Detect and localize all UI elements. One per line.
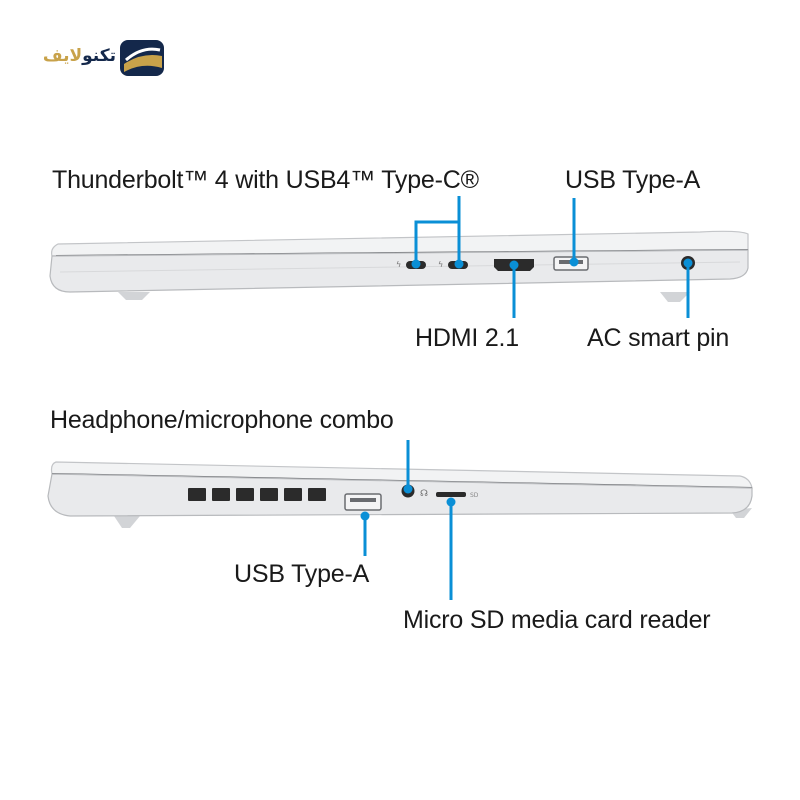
sd-mark: SD [470, 492, 479, 499]
brand-logo: تکنولایف [36, 38, 166, 82]
label-headphone-combo: Headphone/microphone combo [50, 406, 394, 434]
callout-dot [446, 497, 456, 507]
usb-a-port-tongue [350, 498, 376, 502]
thunderbolt-icon: ϟ [438, 260, 443, 269]
micro-sd-slot [436, 492, 466, 497]
label-usb-a-right: USB Type-A [565, 166, 701, 194]
label-micro-sd: Micro SD media card reader [403, 606, 711, 634]
callout-dot [683, 258, 693, 268]
laptop-right-side-view: ϟ ϟ [49, 196, 749, 318]
laptop-foot [114, 516, 140, 528]
callout-dot [360, 511, 370, 521]
callout-dot [403, 484, 413, 494]
callout-dot [569, 257, 579, 267]
cooling-vents [188, 488, 326, 501]
label-ac-smart-pin: AC smart pin [587, 324, 730, 352]
laptop-edge-highlight [59, 261, 741, 273]
callout-thunderbolt [414, 196, 461, 262]
thunderbolt-icon: ϟ [396, 260, 401, 269]
callout-dot [454, 259, 464, 269]
headphone-icon: ☊ [420, 489, 428, 499]
brand-name: تکنولایف [42, 46, 116, 66]
laptop-base [47, 473, 753, 517]
label-hdmi: HDMI 2.1 [415, 324, 519, 352]
brand-logo-icon [120, 40, 164, 76]
label-usb-a-left: USB Type-A [234, 560, 370, 588]
callout-dot [411, 259, 421, 269]
laptop-foot [660, 292, 690, 302]
laptop-foot [118, 292, 150, 300]
label-thunderbolt: Thunderbolt™ 4 with USB4™ Type-C® [52, 166, 479, 194]
callout-dot [509, 260, 519, 270]
